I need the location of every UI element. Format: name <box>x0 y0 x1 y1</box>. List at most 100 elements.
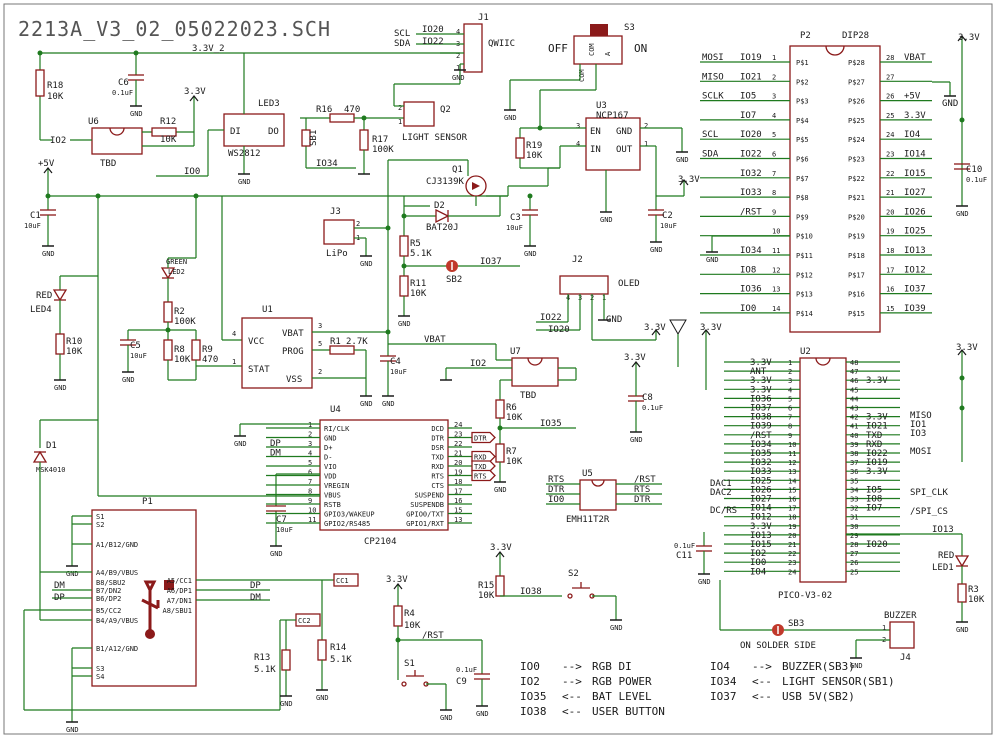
svg-text:GND: GND <box>360 400 373 408</box>
u2-outer-net: DAC2 <box>710 488 732 498</box>
u4-pin-number: 1 <box>308 421 312 429</box>
u2-pin-net: IO8 <box>866 495 882 505</box>
led2-chain: GREEN LED2 R2 100K R8 10K R9 470 C5 10uF… <box>120 196 242 384</box>
svg-text:U6: U6 <box>88 117 99 127</box>
svg-text:GND: GND <box>650 246 663 254</box>
legend-arrow: <-- <box>752 690 772 703</box>
u4-pin-number: 4 <box>308 450 312 458</box>
p2-pin-number: 6 <box>772 151 776 159</box>
svg-text:C11: C11 <box>676 551 692 561</box>
svg-text:1: 1 <box>882 624 886 632</box>
p2-pin-net: IO12 <box>904 265 926 275</box>
p2-pin-net: +5V <box>904 92 921 102</box>
p2-pin-net: IO13 <box>904 246 926 256</box>
u4-pin-number: 13 <box>454 516 462 524</box>
p1-pin-name: B4/A9/VBUS <box>96 617 138 625</box>
u2-outer-net: MOSI <box>910 447 932 457</box>
u2-pin-net: IO5 <box>866 485 882 495</box>
svg-text:3: 3 <box>318 322 322 330</box>
p2-pin-name: P$21 <box>848 194 865 202</box>
u2-pin-number: 29 <box>850 532 858 540</box>
svg-text:3.3V: 3.3V <box>386 575 408 585</box>
u2-outer-net: /SPI_CS <box>910 507 948 517</box>
svg-text:P2: P2 <box>800 31 811 41</box>
u2-pin-number: 31 <box>850 514 858 522</box>
u2-pin-net: IO14 <box>750 504 772 514</box>
svg-text:DP: DP <box>54 593 65 603</box>
legend-function: USER BUTTON <box>592 705 665 718</box>
svg-text:P1: P1 <box>142 497 153 507</box>
svg-text:TBD: TBD <box>100 159 116 169</box>
u2-pin-net: TXD <box>866 431 882 441</box>
svg-text:EN: EN <box>590 127 601 137</box>
r12: R12 10K <box>151 117 177 145</box>
svg-text:DO: DO <box>268 127 279 137</box>
svg-text:100K: 100K <box>174 317 196 327</box>
p1-pin-name: B7/DN2 <box>96 587 121 595</box>
svg-text:R1: R1 <box>330 337 341 347</box>
svg-text:IO37: IO37 <box>480 257 502 267</box>
svg-text:1: 1 <box>644 140 648 148</box>
p2-pin-io: IO32 <box>740 169 762 179</box>
svg-text:SB3: SB3 <box>788 619 804 629</box>
user-button: 3.3V R15 10K IO38 S2 GND <box>478 543 623 632</box>
u4-pin-number: 19 <box>454 469 462 477</box>
svg-text:IN: IN <box>590 145 601 155</box>
p2-pin-number: 24 <box>886 131 894 139</box>
legend-io: IO38 <box>520 705 547 718</box>
u2-outer-net: DAC1 <box>710 479 732 489</box>
svg-text:LiPo: LiPo <box>326 249 348 259</box>
p1-pin-name: B1/A12/GND <box>96 645 138 653</box>
svg-text:NCP167: NCP167 <box>596 111 629 121</box>
svg-text:10uF: 10uF <box>660 222 677 230</box>
p2-pin-net: SCLK <box>702 92 724 102</box>
svg-text:ON SOLDER SIDE: ON SOLDER SIDE <box>740 641 816 651</box>
p2-pin-number: 26 <box>886 93 894 101</box>
svg-text:CJ3139K: CJ3139K <box>426 177 465 187</box>
u2-outer-net: MISO <box>910 411 932 421</box>
svg-text:A: A <box>604 51 612 56</box>
svg-text:2.7K: 2.7K <box>346 337 368 347</box>
u2-pin-number: 45 <box>850 386 858 394</box>
p2-pin-name: P$11 <box>796 252 813 260</box>
p2-pin-net: 3.3V <box>904 111 926 121</box>
svg-text:GND: GND <box>234 440 247 448</box>
svg-text:IO38: IO38 <box>520 587 542 597</box>
u6: U6 TBD IO2 3.3V <box>40 87 206 169</box>
svg-text:10K: 10K <box>47 92 64 102</box>
svg-text:COM: COM <box>588 43 596 56</box>
u2-pin-net: IO2 <box>750 549 766 559</box>
svg-text:GND: GND <box>494 486 507 494</box>
svg-text:R11: R11 <box>410 279 426 289</box>
u2-pin-number: 42 <box>850 414 858 422</box>
svg-text:10uF: 10uF <box>24 222 41 230</box>
p2-pin-name: P$5 <box>796 136 809 144</box>
svg-text:DTR: DTR <box>548 485 565 495</box>
u2-pin-number: 26 <box>850 559 858 567</box>
svg-text:GND: GND <box>42 250 55 258</box>
svg-text:ON: ON <box>634 42 647 55</box>
svg-text:IO2: IO2 <box>470 359 486 369</box>
svg-text:BUZZER: BUZZER <box>884 611 917 621</box>
u2-pin-number: 23 <box>788 559 796 567</box>
p2-pin-io: IO0 <box>740 304 756 314</box>
u4-pin-number: 9 <box>308 497 312 505</box>
svg-text:LIGHT SENSOR: LIGHT SENSOR <box>402 133 468 143</box>
p1-pin-name: A1/B12/GND <box>96 541 138 549</box>
p2-pin-name: P$15 <box>848 310 865 318</box>
svg-text:10uF: 10uF <box>276 526 293 534</box>
svg-text:D2: D2 <box>434 201 445 211</box>
svg-text:5.1K: 5.1K <box>254 665 276 675</box>
p2-pin-net: SCL <box>702 130 718 140</box>
u2-pin-net: 3.3V <box>750 358 772 368</box>
svg-text:10K: 10K <box>526 151 543 161</box>
svg-text:IO0: IO0 <box>548 495 564 505</box>
svg-text:10uF: 10uF <box>506 224 523 232</box>
u4-pin-name: VDD <box>324 473 337 481</box>
svg-text:CC1: CC1 <box>336 577 349 585</box>
p2-pin-net: IO26 <box>904 207 926 217</box>
u2-pin-number: 38 <box>850 450 858 458</box>
svg-text:3.3V: 3.3V <box>700 323 722 333</box>
svg-text:5.1K: 5.1K <box>410 249 432 259</box>
svg-text:0.1uF: 0.1uF <box>112 89 133 97</box>
